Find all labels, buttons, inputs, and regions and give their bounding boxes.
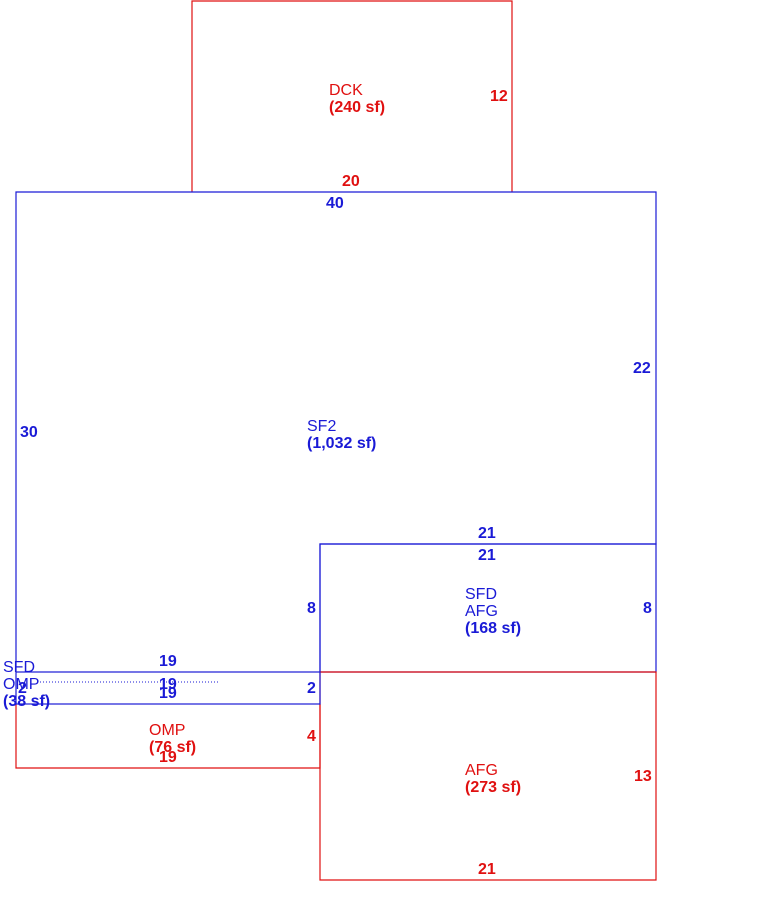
porch-strip-outline <box>15 671 321 705</box>
porch-strip-area: 19 19 19 2 2 SFD OMP (38 sf) <box>3 653 321 710</box>
garage-lower-area: AFG (273 sf) 13 21 <box>319 671 657 881</box>
porch-lower-area-label: (76 sf) <box>149 739 196 756</box>
porch-strip-code1: SFD <box>3 659 35 676</box>
deck-area: DCK (240 sf) 12 20 <box>191 0 513 192</box>
porch-strip-dim-top: 19 <box>159 653 177 670</box>
porch-strip-dim-left: 2 <box>18 680 27 697</box>
main-dim-step: 21 <box>478 525 496 542</box>
porch-strip-code2: OMP <box>3 676 39 693</box>
garage-upper-dim-right: 8 <box>643 600 652 617</box>
porch-lower-dim-right: 4 <box>307 728 316 745</box>
main-dim-right: 22 <box>633 360 651 377</box>
garage-lower-dim-right: 13 <box>634 768 652 785</box>
garage-lower-code: AFG <box>465 762 498 779</box>
porch-strip-area-label: (38 sf) <box>3 693 50 710</box>
deck-dim-bottom: 20 <box>342 173 360 190</box>
garage-upper-area-label: (168 sf) <box>465 620 521 637</box>
porch-strip-dim-right: 2 <box>307 680 316 697</box>
garage-lower-area-label: (273 sf) <box>465 779 521 796</box>
porch-lower-area: 4 OMP (76 sf) 19 <box>15 704 321 769</box>
main-living-area: 40 30 22 21 SF2 (1,032 sf) <box>15 191 657 672</box>
porch-strip-dim-mid: 19 <box>159 676 177 693</box>
garage-upper-code1: SFD <box>465 586 497 603</box>
porch-strip-dim-bottom: 19 <box>159 685 177 702</box>
garage-upper-dim-top: 21 <box>478 547 496 564</box>
porch-lower-dim-bottom: 19 <box>159 749 177 766</box>
garage-upper-dim-left: 8 <box>307 600 316 617</box>
deck-code: DCK <box>329 82 363 99</box>
porch-lower-code: OMP <box>149 722 185 739</box>
deck-area-label: (240 sf) <box>329 99 385 116</box>
garage-upper-code2: AFG <box>465 603 498 620</box>
garage-lower-dim-bottom: 21 <box>478 861 496 878</box>
deck-dim-right: 12 <box>490 88 508 105</box>
main-area-label: (1,032 sf) <box>307 435 376 452</box>
main-code: SF2 <box>307 418 336 435</box>
garage-upper-area: 21 8 8 SFD AFG (168 sf) <box>307 543 657 673</box>
main-dim-left: 30 <box>20 424 38 441</box>
garage-lower-outline <box>319 671 657 881</box>
porch-lower-outline <box>15 704 321 769</box>
main-dim-top: 40 <box>326 195 344 212</box>
deck-outline <box>191 0 513 192</box>
